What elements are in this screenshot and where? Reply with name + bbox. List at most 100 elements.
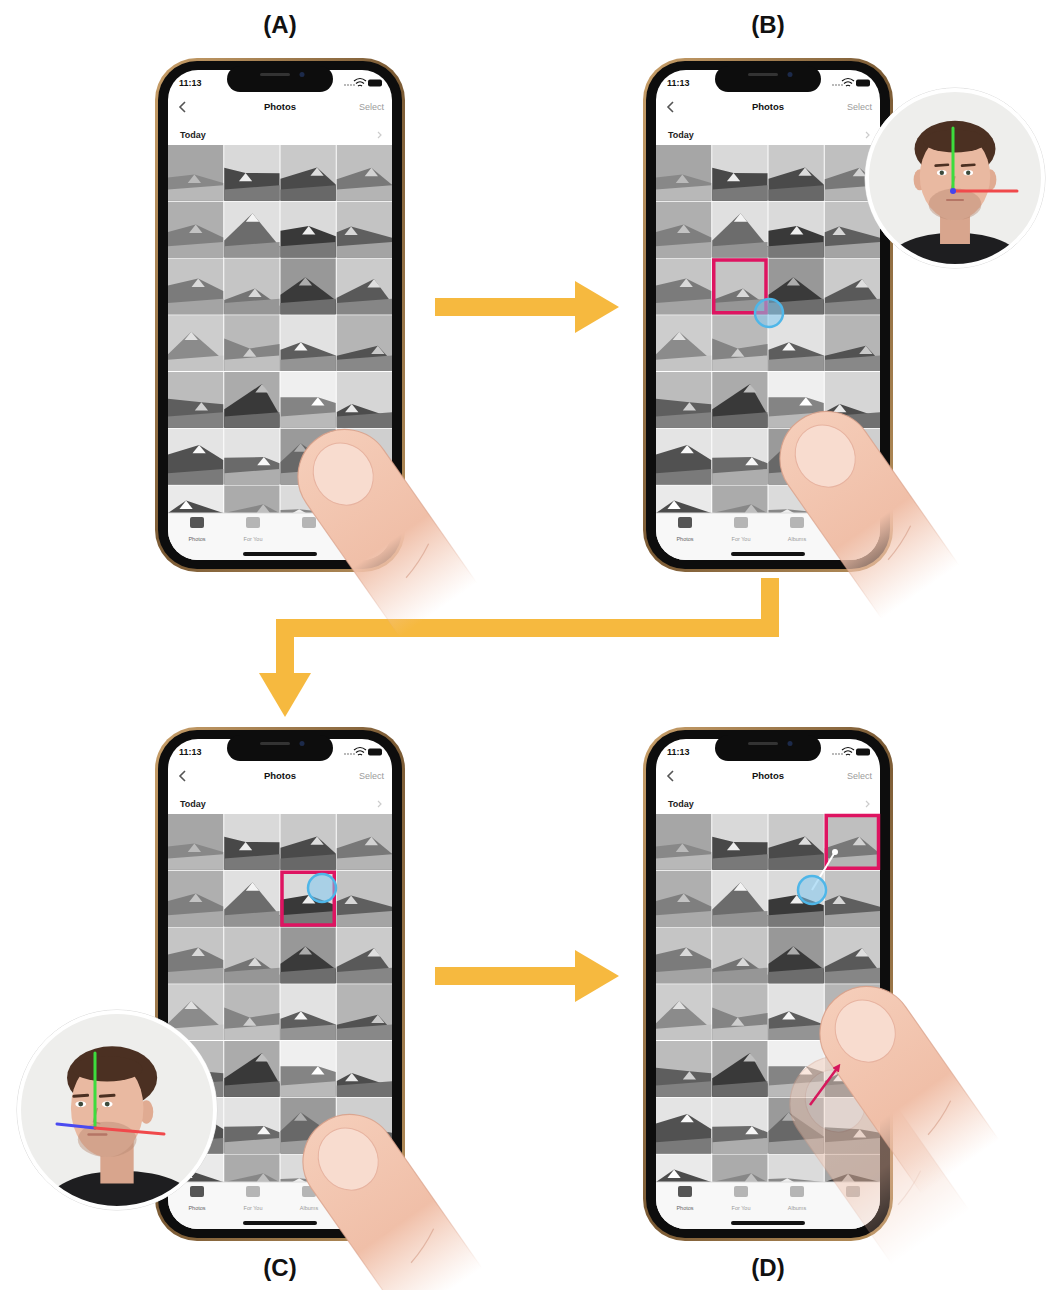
photo-mountain xyxy=(712,168,767,201)
disclosure-chevron xyxy=(866,132,869,138)
photo-snow xyxy=(239,842,252,850)
photo-snow xyxy=(745,504,758,512)
photo-mountain xyxy=(712,504,767,513)
photo-snow xyxy=(853,837,866,845)
photo-sky xyxy=(712,372,767,428)
photo-snow xyxy=(255,384,268,392)
tab-label: For You xyxy=(244,536,263,542)
photo-thumbnail xyxy=(281,814,336,870)
photo-sky xyxy=(168,202,223,258)
photo-snow xyxy=(189,225,202,233)
photo-mountain xyxy=(337,346,392,371)
tab-icon xyxy=(678,517,692,528)
head-pose-axis xyxy=(94,1053,97,1128)
photo-sky xyxy=(224,928,279,984)
photo-snow xyxy=(299,277,312,285)
photo-thumbnail xyxy=(825,814,880,870)
photo-sky xyxy=(224,1098,279,1154)
photo-snow xyxy=(193,445,206,453)
photo-snow xyxy=(257,1173,270,1181)
phone-screen xyxy=(168,70,392,560)
photo-ground xyxy=(656,968,711,984)
photo-snow xyxy=(798,167,811,175)
signal-dot xyxy=(838,753,840,755)
photo-sky xyxy=(712,871,767,927)
photo-snow xyxy=(310,836,323,844)
photo-snow xyxy=(743,384,756,392)
tab-icon xyxy=(190,1186,204,1197)
photo-ground xyxy=(224,412,279,428)
photo-mountain xyxy=(712,1126,767,1154)
photo-thumbnail xyxy=(224,429,279,485)
photo-snow xyxy=(345,1073,358,1081)
photo-snow xyxy=(239,173,252,181)
photo-mountain xyxy=(656,1114,711,1154)
photo-thumbnail xyxy=(656,259,711,315)
section-header: Today xyxy=(668,130,694,140)
photo-mountain xyxy=(281,167,336,200)
photo-sky xyxy=(168,429,223,485)
photo-mountain xyxy=(712,882,767,926)
photo-thumbnail xyxy=(168,259,223,315)
photo-ground xyxy=(825,242,880,258)
photo-sky xyxy=(281,372,336,428)
photo-thumbnail xyxy=(825,871,880,927)
photo-ground xyxy=(281,412,336,428)
photo-snow xyxy=(736,958,749,966)
tab-icon xyxy=(246,517,260,528)
tab-icon xyxy=(246,1186,260,1197)
photo-ground xyxy=(769,911,824,927)
photo-thumbnail xyxy=(712,145,767,201)
photo-ground xyxy=(337,968,392,984)
photo-ground xyxy=(712,1081,767,1097)
photo-thumbnail xyxy=(337,984,392,1040)
phone-bezel xyxy=(158,61,402,569)
nav-button: Select xyxy=(359,771,384,781)
photo-thumbnail xyxy=(224,1041,279,1097)
photo-thumbnail xyxy=(224,372,279,428)
photo-mountain xyxy=(712,384,767,428)
photo-sky xyxy=(656,202,711,258)
photo-ground xyxy=(168,299,223,315)
signal-dot xyxy=(841,84,843,86)
photo-sky xyxy=(224,145,279,201)
photo-sky xyxy=(712,429,767,485)
photo-mountain xyxy=(281,277,336,314)
photo-ground xyxy=(712,1024,767,1040)
photo-thumbnail xyxy=(337,259,392,315)
photo-ground xyxy=(769,1024,824,1040)
photo-thumbnail xyxy=(656,1041,711,1097)
photo-thumbnail xyxy=(224,202,279,258)
photo-mountain xyxy=(712,338,767,371)
photo-mountain xyxy=(825,837,880,870)
photo-ground xyxy=(656,854,711,870)
photo-mountain xyxy=(825,896,880,927)
photo-ground xyxy=(224,185,279,201)
photo-sky xyxy=(281,259,336,315)
photo-ground xyxy=(337,242,392,258)
photo-thumbnail xyxy=(337,928,392,984)
photo-sky xyxy=(168,814,223,870)
photo-ground xyxy=(224,1138,279,1154)
photo-mountain xyxy=(224,457,279,485)
photo-sky xyxy=(769,145,824,201)
photo-ground xyxy=(656,412,711,428)
photo-ground xyxy=(337,299,392,315)
phone-camera xyxy=(300,741,305,746)
photo-snow xyxy=(367,279,380,287)
photo-ground xyxy=(825,299,880,315)
face-photo xyxy=(865,88,1045,299)
photo-ground xyxy=(168,854,223,870)
photo-sky xyxy=(712,814,767,870)
photo-mountain xyxy=(769,1011,824,1040)
head-pose-axis xyxy=(95,1128,164,1134)
finger-crease xyxy=(397,544,437,578)
section-header: Today xyxy=(180,799,206,809)
photo-sky xyxy=(656,315,711,371)
photo-ground xyxy=(337,1081,392,1097)
photo-sky xyxy=(656,486,711,514)
photo-thumbnail xyxy=(825,928,880,984)
phone-notch xyxy=(715,735,821,761)
phone-screenshot: (A)11:13PhotosSelectTodayPhotosFor You xyxy=(155,58,405,572)
back-chevron xyxy=(668,771,673,781)
